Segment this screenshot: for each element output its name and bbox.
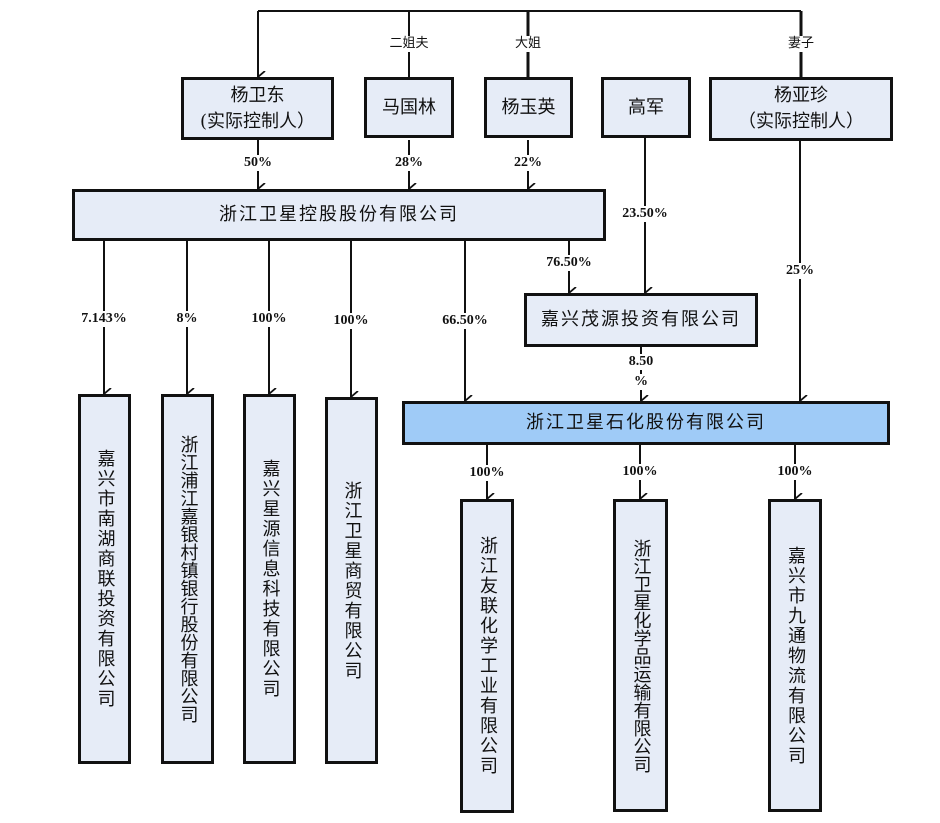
company-name: 浙江卫星石化股份有限公司 (526, 412, 766, 433)
company-name: 嘉兴市南湖商联投资有限公司 (94, 449, 116, 709)
company-jiutong[interactable]: 嘉兴市九通物流有限公司 (768, 499, 822, 812)
stake-holding-bank: 8% (175, 311, 199, 327)
stake-yazhen-petrochem: 25% (785, 263, 815, 279)
person-name: 马国林 (382, 96, 436, 118)
stake-yang-weidong-holding: 50% (243, 155, 273, 171)
stake-petrochem-youlian: 100% (468, 465, 506, 481)
company-trade[interactable]: 浙江卫星商贸有限公司 (325, 397, 378, 764)
company-name: 嘉兴市九通物流有限公司 (785, 545, 806, 766)
company-name: 浙江卫星控股股份有限公司 (219, 204, 459, 225)
company-petrochem[interactable]: 浙江卫星石化股份有限公司 (402, 401, 890, 445)
company-name: 浙江友联化学工业有限公司 (477, 536, 498, 776)
person-note: （实际控制人） (738, 111, 864, 132)
relation-label-ma-guolin: 二姐夫 (387, 36, 431, 52)
person-yang-yazhen[interactable]: 杨亚珍 （实际控制人） (709, 77, 893, 141)
stake-ma-guolin-holding: 28% (394, 155, 424, 171)
stake-holding-trade: 100% (332, 313, 370, 329)
stake-holding-maoyuan: 76.50% (545, 255, 593, 271)
stake-holding-petrochem: 66.50% (441, 313, 489, 329)
company-name: 嘉兴星源信息科技有限公司 (259, 459, 281, 699)
stake-holding-xingyuan: 100% (250, 311, 288, 327)
stake-yang-yuying-holding: 22% (513, 155, 543, 171)
company-name: 浙江卫星商贸有限公司 (341, 480, 363, 681)
person-name: 杨卫东 (230, 84, 285, 106)
stake-petrochem-transport: 100% (621, 464, 659, 480)
person-yang-yuying[interactable]: 杨玉英 (484, 77, 573, 138)
stake-value: 8.50 (628, 354, 654, 370)
stake-gaojun-maoyuan: 23.50% (621, 206, 669, 222)
company-maoyuan[interactable]: 嘉兴茂源投资有限公司 (524, 293, 758, 347)
person-ma-guolin[interactable]: 马国林 (364, 77, 454, 138)
company-transport[interactable]: 浙江卫星化学品运输有限公司 (613, 499, 668, 812)
relation-label-yang-yazhen: 妻子 (785, 36, 817, 52)
company-holding[interactable]: 浙江卫星控股股份有限公司 (72, 189, 606, 241)
person-name: 杨亚珍 (774, 85, 828, 106)
stake-holding-nanhu: 7.143% (80, 311, 128, 327)
company-name: 嘉兴茂源投资有限公司 (541, 309, 741, 330)
stake-petrochem-jiutong: 100% (776, 464, 814, 480)
company-name: 浙江卫星化学品运输有限公司 (630, 538, 652, 773)
person-name: 高军 (628, 96, 664, 118)
stake-percent: % (628, 374, 654, 390)
relation-label-yang-yuying: 大姐 (512, 36, 544, 52)
stake-maoyuan-petrochem: 8.50 % (628, 354, 655, 390)
person-yang-weidong[interactable]: 杨卫东 (实际控制人） (181, 77, 334, 140)
person-gao-jun[interactable]: 高军 (601, 77, 691, 138)
company-xingyuan[interactable]: 嘉兴星源信息科技有限公司 (243, 394, 296, 764)
company-name: 浙江浦江嘉银村镇银行股份有限公司 (177, 435, 199, 723)
company-pujiang-bank[interactable]: 浙江浦江嘉银村镇银行股份有限公司 (161, 394, 214, 764)
person-name: 杨玉英 (501, 96, 556, 118)
company-youlian[interactable]: 浙江友联化学工业有限公司 (460, 499, 514, 813)
person-note: (实际控制人） (199, 110, 316, 132)
company-nanhu[interactable]: 嘉兴市南湖商联投资有限公司 (78, 394, 131, 764)
